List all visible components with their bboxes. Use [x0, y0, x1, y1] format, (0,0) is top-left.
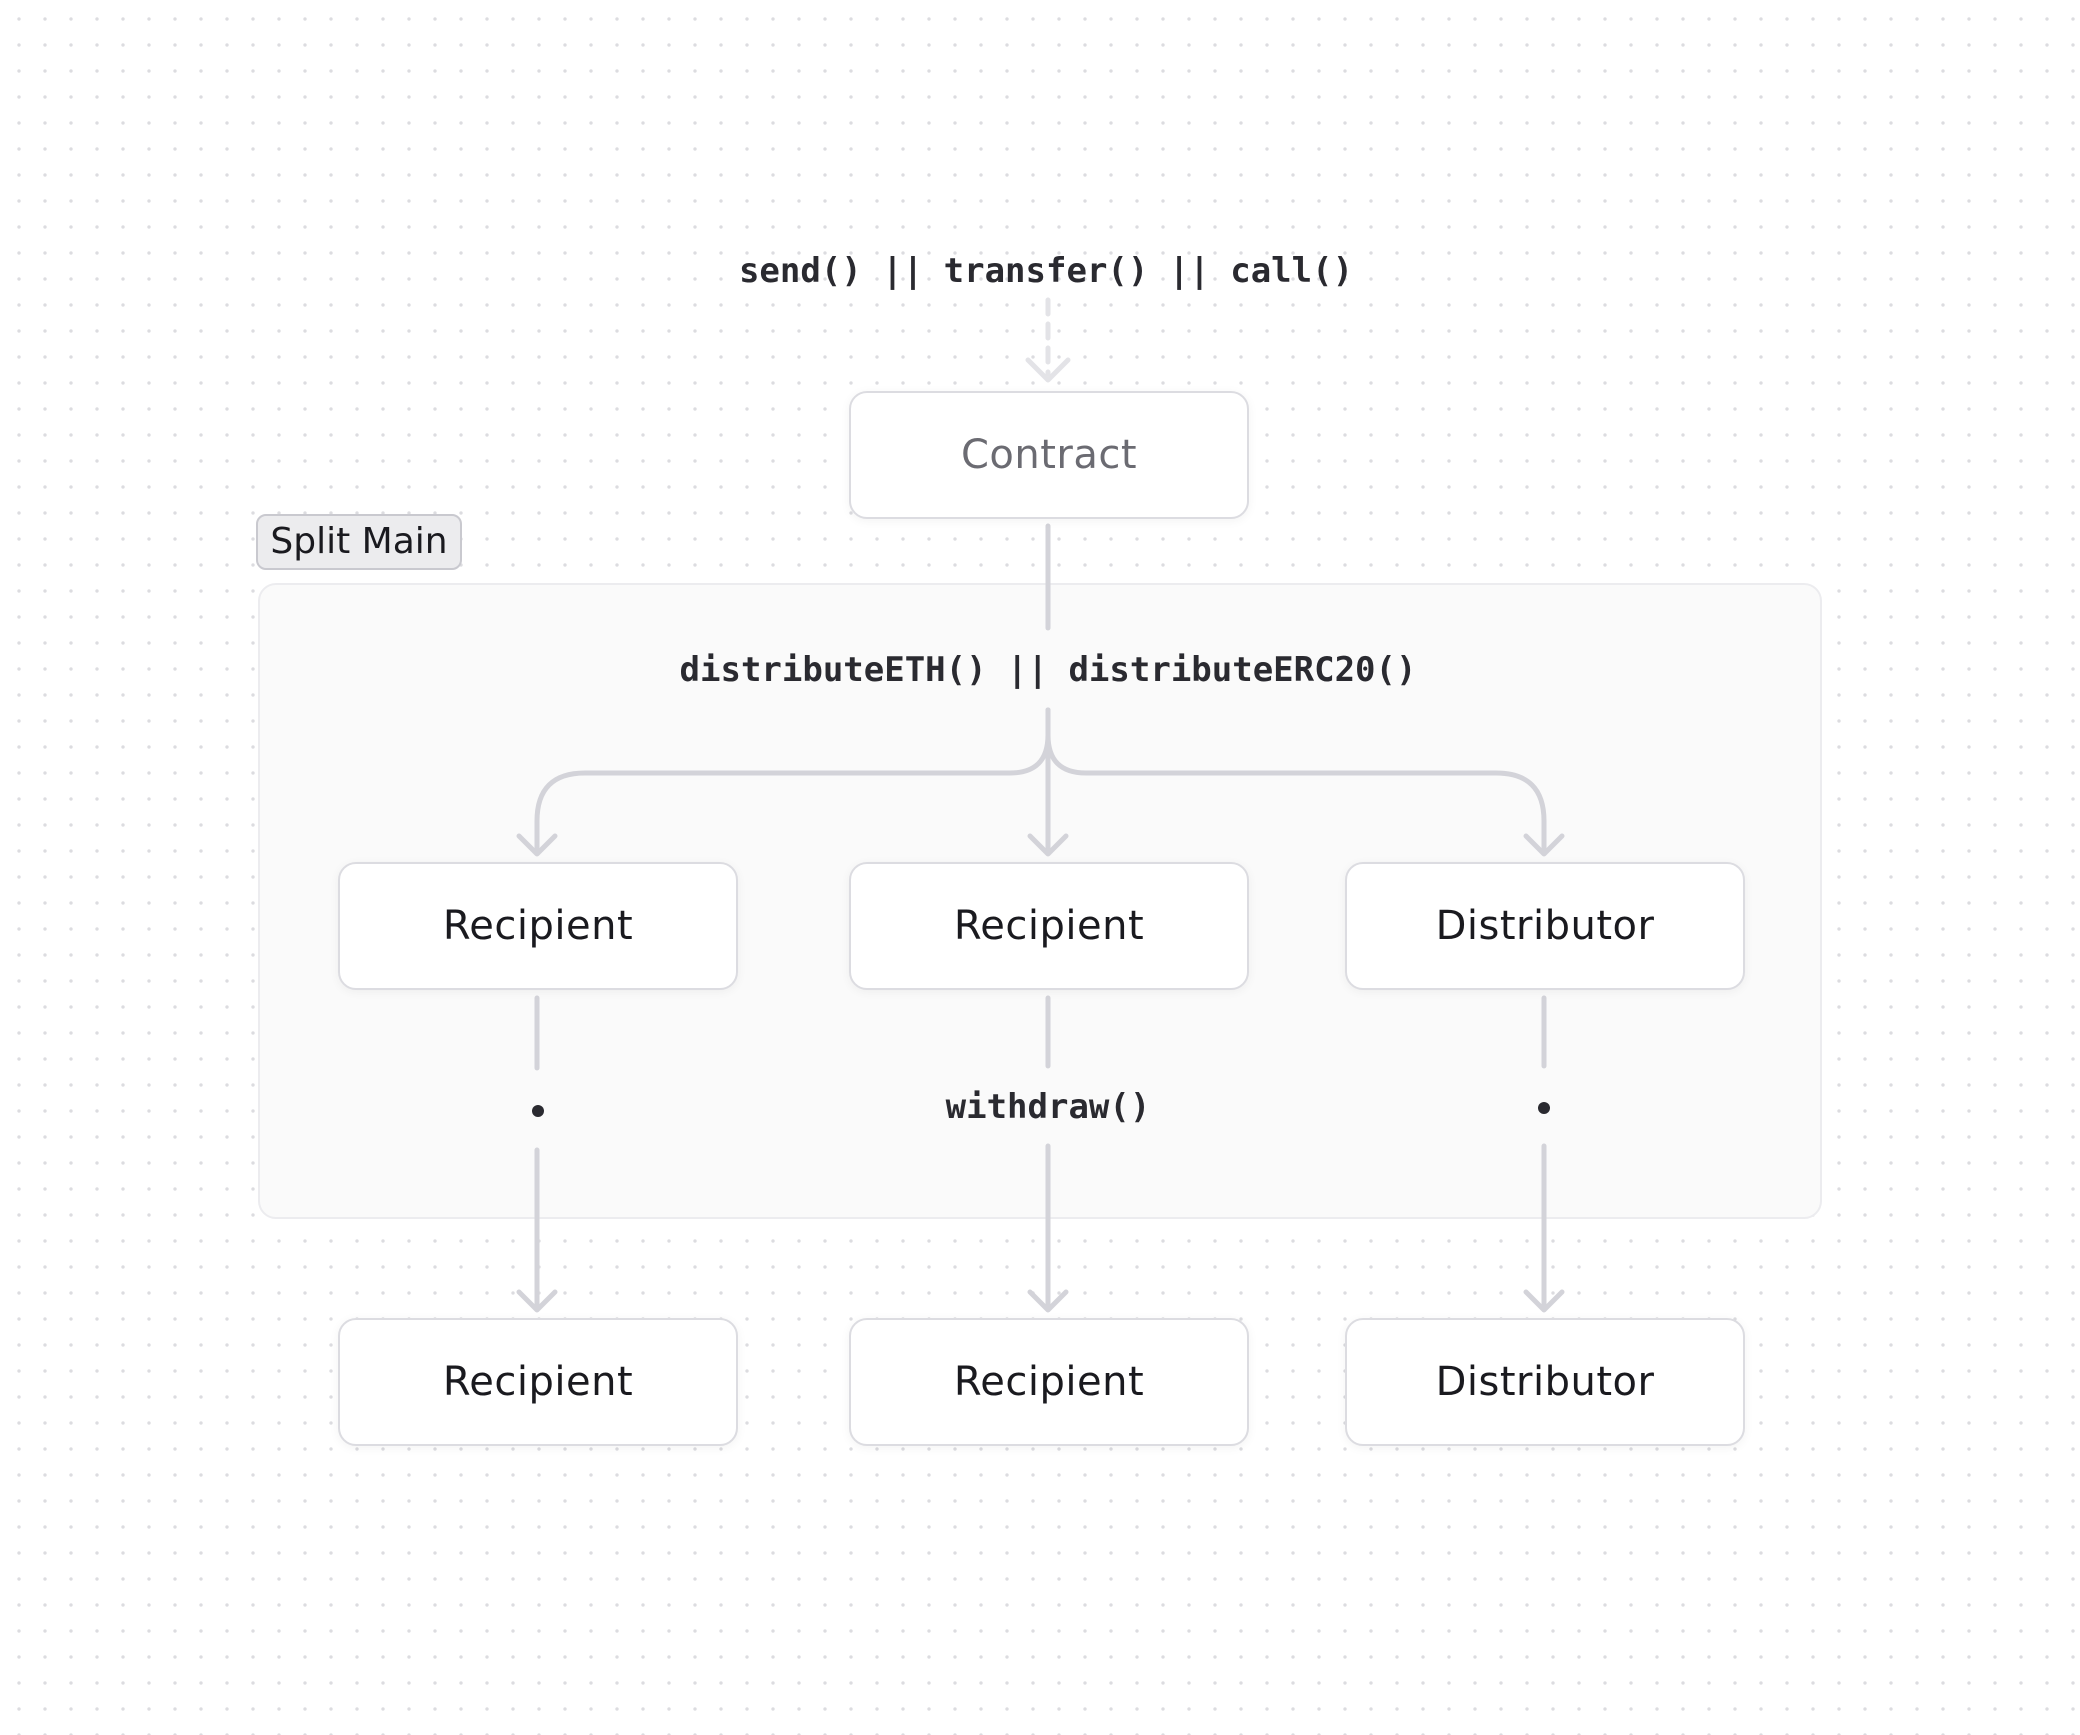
- node-distributor[interactable]: Distributor: [1345, 862, 1745, 990]
- node-recipient-2-label: Recipient: [953, 903, 1145, 949]
- node-recipient-1[interactable]: Recipient: [338, 862, 738, 990]
- edge-distribute-to-distributor: [1045, 707, 1547, 855]
- edge-distribute-to-recipient-1: [534, 707, 1051, 855]
- group-label: Split Main: [256, 514, 462, 570]
- node-recipient-2-bottom-label: Recipient: [953, 1359, 1145, 1405]
- node-recipient-2[interactable]: Recipient: [849, 862, 1249, 990]
- node-recipient-1-bottom[interactable]: Recipient: [338, 1318, 738, 1446]
- dot-label-left: [532, 1105, 544, 1117]
- withdraw-call-label: withdraw(): [945, 1087, 1151, 1127]
- node-recipient-2-bottom[interactable]: Recipient: [849, 1318, 1249, 1446]
- arrowhead-recipient-1-bottom: [516, 1289, 558, 1313]
- distribute-call-label: distributeETH() || distributeERC20(): [679, 650, 1417, 690]
- arrowhead-entry: [1025, 357, 1071, 383]
- arrowhead-recipient-1: [516, 833, 558, 857]
- node-distributor-bottom[interactable]: Distributor: [1345, 1318, 1745, 1446]
- arrowhead-recipient-2: [1027, 833, 1069, 857]
- arrowhead-recipient-2-bottom: [1027, 1289, 1069, 1313]
- node-contract[interactable]: Contract: [849, 391, 1249, 519]
- dot-label-right: [1538, 1102, 1550, 1114]
- arrowhead-distributor-bottom: [1523, 1289, 1565, 1313]
- node-distributor-bottom-label: Distributor: [1435, 1359, 1655, 1405]
- node-contract-label: Contract: [960, 432, 1138, 478]
- entry-call-label: send() || transfer() || call(): [738, 251, 1354, 291]
- node-recipient-1-label: Recipient: [442, 903, 634, 949]
- arrowhead-distributor: [1523, 833, 1565, 857]
- node-recipient-1-bottom-label: Recipient: [442, 1359, 634, 1405]
- node-distributor-label: Distributor: [1435, 903, 1655, 949]
